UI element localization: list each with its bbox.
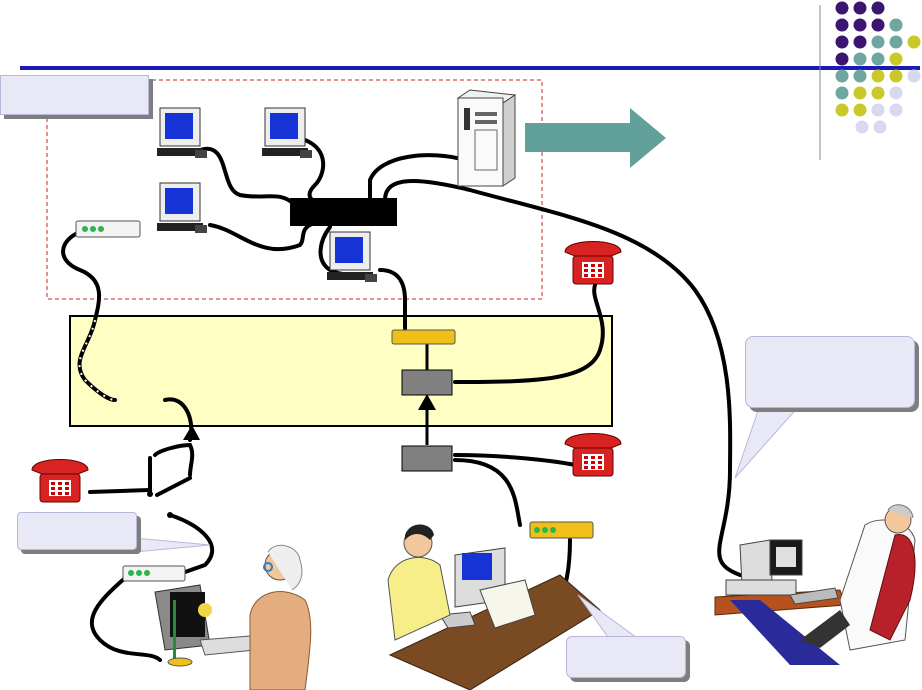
cable-switch-branch: [155, 476, 192, 497]
modem-band: [391, 329, 456, 345]
cable-switch-phone-left: [88, 456, 152, 494]
server-tower-icon: [456, 89, 517, 187]
decor-dot: [871, 18, 885, 32]
decor-dot: [853, 35, 867, 49]
desktop-computer-icon: [157, 182, 207, 233]
decor-dot: [871, 103, 885, 117]
cable-home-modem-pc: [89, 576, 162, 662]
decor-dot: [871, 1, 885, 15]
decor-dot: [889, 35, 903, 49]
cables: [61, 138, 742, 662]
decor-dot: [871, 52, 885, 66]
lan-label-callout: [0, 75, 149, 115]
cable-switch-top: [153, 442, 195, 477]
decor-dot: [907, 35, 921, 49]
cable-pc1-hub: [198, 146, 297, 207]
decor-dot: [853, 103, 867, 117]
cable-hub-remote: [383, 179, 742, 577]
cable-modem-lan-dialup: [61, 230, 117, 402]
modem-lan: [75, 220, 141, 238]
decor-dot: [871, 35, 885, 49]
decor-dot-grid: [835, 1, 921, 134]
decor-dot: [907, 69, 921, 83]
cable-dialup-dotted: [78, 319, 116, 401]
decor-dot: [835, 69, 849, 83]
decor-dot: [889, 86, 903, 100]
remote-user-callout: [745, 336, 915, 408]
decor-dot: [835, 52, 849, 66]
desktop-computer-icon: [327, 231, 377, 282]
decor-dot: [835, 86, 849, 100]
cable-exchange-phone: [453, 453, 577, 467]
decor-dot: [835, 18, 849, 32]
lan-boundary: [46, 79, 543, 300]
switching-exchange-upper: [401, 369, 453, 396]
modem-center: [529, 521, 594, 539]
desktop-computer-icon: [157, 107, 207, 158]
network-hub-icon: [290, 198, 397, 226]
home-user-callout: [566, 636, 686, 678]
arrow-up-exchange: [418, 394, 436, 410]
decor-dot: [871, 69, 885, 83]
decor-dot: [889, 52, 903, 66]
decor-dot: [853, 69, 867, 83]
workstations: [157, 107, 377, 282]
decor-dot: [889, 103, 903, 117]
decor-dot: [855, 120, 869, 134]
cable-pc3-hub: [208, 223, 312, 252]
header-rule: [20, 66, 920, 70]
telephone-icon: [564, 433, 622, 477]
up-arrows: [147, 342, 436, 518]
cable-pc4-modem: [378, 268, 407, 334]
telephone-network-band: [69, 315, 613, 427]
decor-dot: [835, 1, 849, 15]
decor-dot: [873, 120, 887, 134]
decor-dot: [853, 1, 867, 15]
decor-dot: [871, 86, 885, 100]
modem-home: [122, 565, 186, 582]
decor-dot: [889, 18, 903, 32]
telephone-icon: [31, 459, 89, 503]
decor-dot: [853, 18, 867, 32]
outgoing-arrow: [525, 108, 666, 168]
decor-dot: [853, 86, 867, 100]
decor-dot: [835, 103, 849, 117]
decor-dot: [889, 69, 903, 83]
telephone-user-callout: [17, 512, 137, 550]
remote-user-scene: [714, 504, 916, 665]
switch-pole-a: [147, 491, 153, 497]
arrow-up-home: [183, 425, 200, 440]
switch-pole-b: [167, 512, 173, 518]
cable-server-hub: [368, 153, 467, 202]
decor-dot: [853, 52, 867, 66]
cable-lan-phone: [453, 283, 605, 384]
telephone-icon: [564, 241, 622, 285]
switching-exchange-lower: [401, 445, 453, 472]
telephones: [31, 241, 622, 503]
desktop-computer-icon: [262, 107, 312, 158]
home-user-scene: [154, 544, 312, 690]
cable-switch-modem: [168, 513, 214, 574]
center-user-scene: [387, 524, 601, 690]
cable-exchange-modem: [453, 458, 522, 527]
decor-dot: [835, 35, 849, 49]
